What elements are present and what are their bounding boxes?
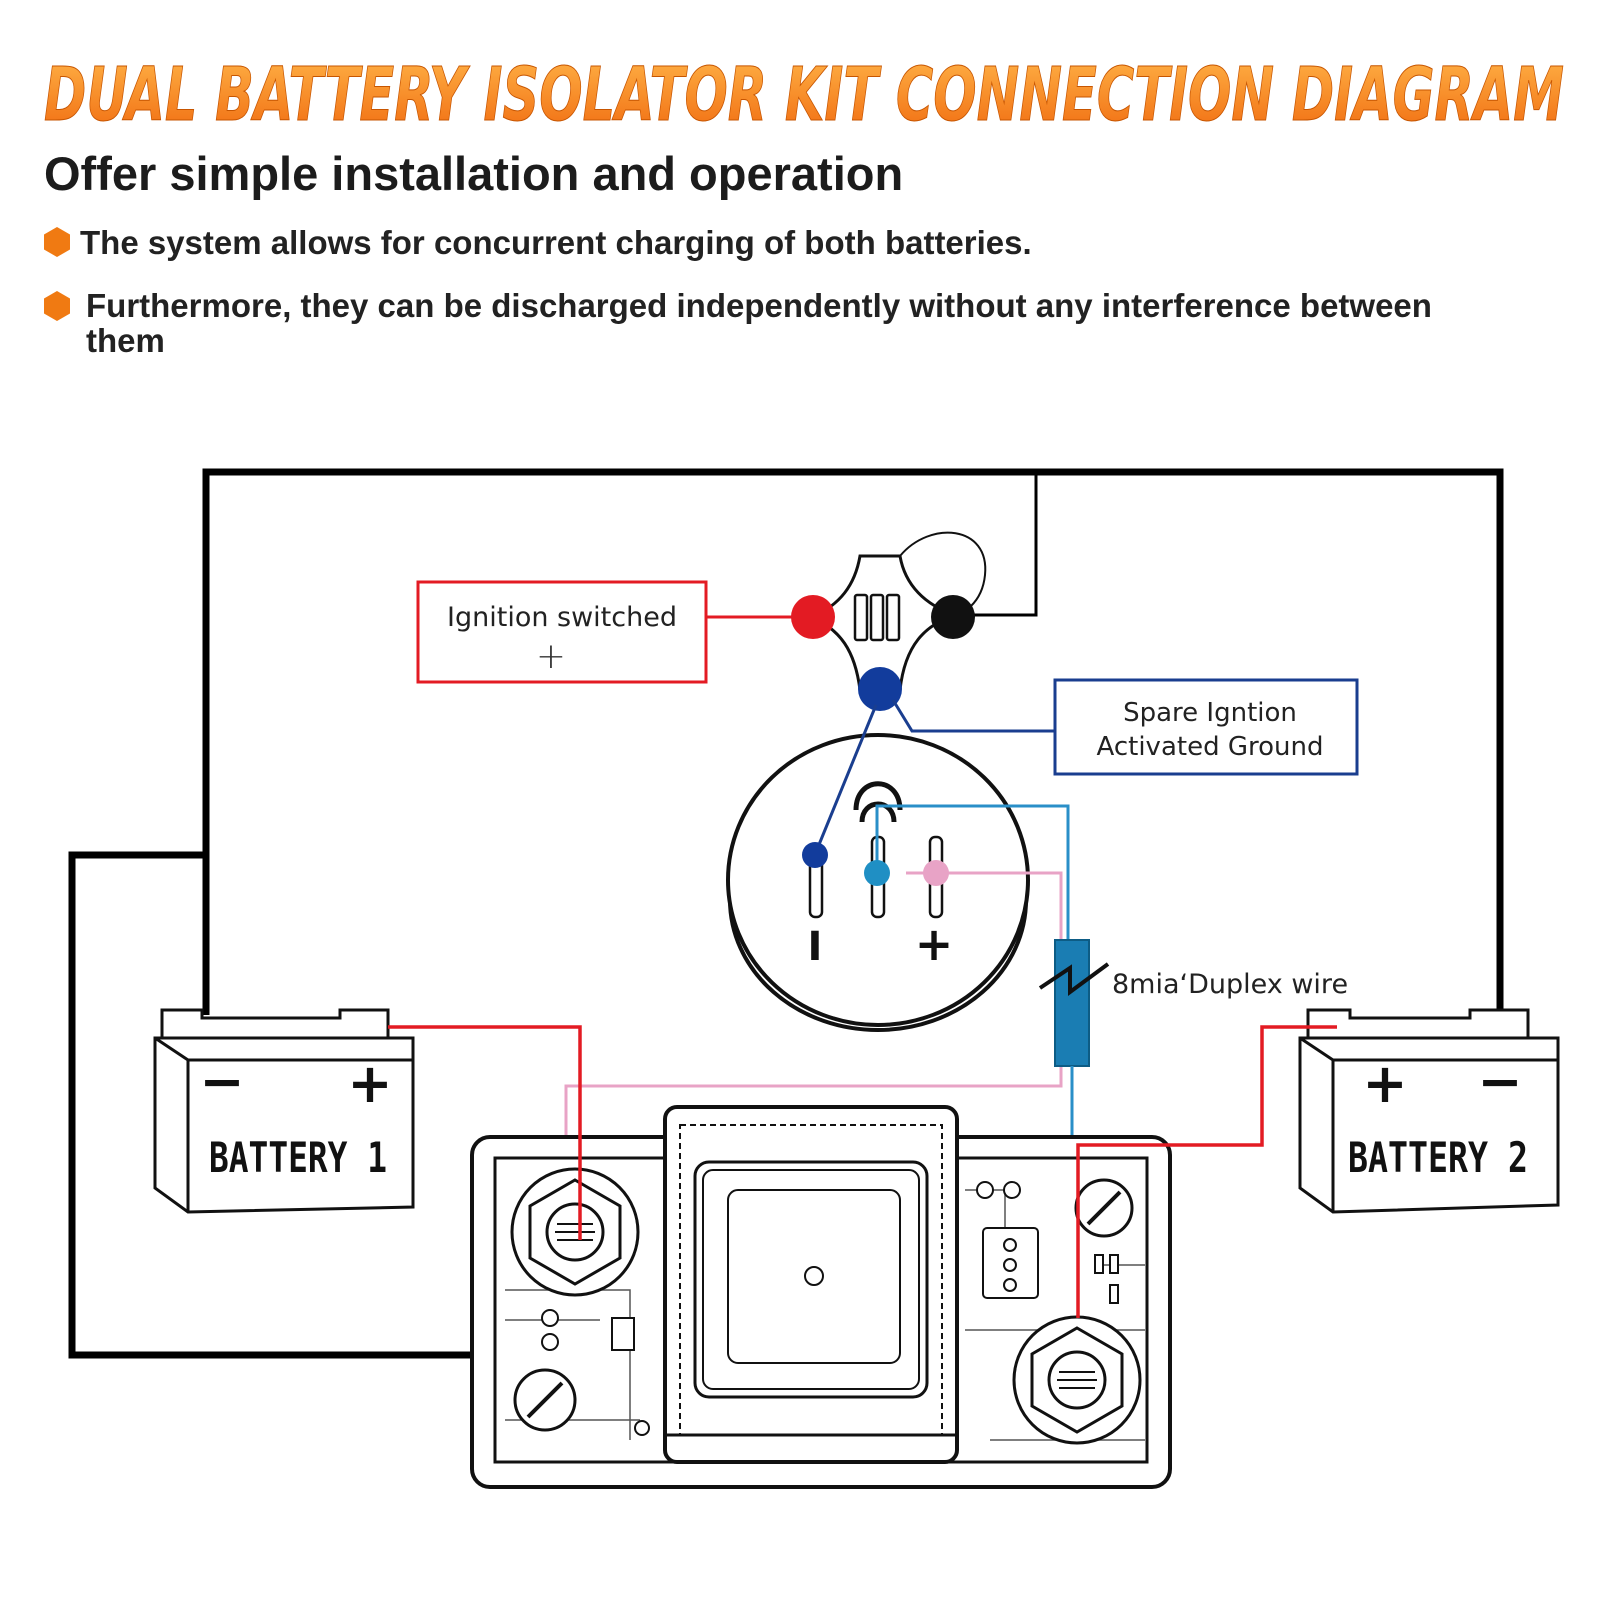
bullet-text: The system allows for concurrent chargin… <box>80 224 1032 261</box>
title-text: DUAL BATTERY ISOLATOR KIT CONNECTION DIA… <box>44 52 1564 135</box>
bullet-hexagon-icon <box>44 227 70 257</box>
svg-text:−: − <box>1477 1050 1522 1113</box>
switch-ground-terminal <box>802 842 828 868</box>
svg-text:+: + <box>536 636 566 677</box>
bullet-item: The system allows for concurrent chargin… <box>44 224 1032 262</box>
svg-text:+: + <box>347 1052 392 1115</box>
battery-icon <box>153 1008 415 1214</box>
svg-text:Spare Igntion: Spare Igntion <box>1123 698 1297 728</box>
spare-ground-wire <box>891 699 1055 733</box>
page-subtitle: Offer simple installation and operation <box>44 147 904 200</box>
svg-text:Activated Ground: Activated Ground <box>1097 732 1324 762</box>
ignition-connector-icon <box>791 531 987 711</box>
svg-text:+: + <box>915 917 954 971</box>
battery-1: − + BATTERY 1 <box>153 1008 415 1214</box>
svg-text:−: − <box>199 1050 244 1113</box>
switch-pink-terminal <box>923 860 949 886</box>
svg-text:BATTERY 1: BATTERY 1 <box>209 1133 387 1182</box>
svg-text:Ignition switched: Ignition switched <box>447 602 677 633</box>
switch-pink-wire <box>564 871 1063 1222</box>
svg-text:BATTERY 2: BATTERY 2 <box>1348 1133 1528 1182</box>
switch-ground-wire <box>814 704 878 853</box>
battery-icon <box>1298 1008 1560 1214</box>
duplex-wire-label: 8mia‘Duplex wire <box>1112 969 1348 1000</box>
page-title: DUAL BATTERY ISOLATOR KIT CONNECTION DIA… <box>40 50 1570 139</box>
bullet-text: Furthermore, they can be discharged inde… <box>86 287 1432 359</box>
ignition-switched-label: Ignition switched + <box>416 580 708 684</box>
battery2-positive-wire <box>1076 1025 1337 1318</box>
isolator-relay-icon <box>470 1105 1172 1489</box>
battery-2: + − BATTERY 2 <box>1298 1008 1560 1214</box>
bullet-item: Furthermore, they can be discharged inde… <box>44 288 1444 358</box>
svg-text:+: + <box>1362 1052 1407 1115</box>
battery1-positive-wire <box>388 1025 582 1240</box>
fuse-icon <box>1038 939 1110 1067</box>
bullet-hexagon-icon <box>44 291 70 321</box>
connector-ground-wire <box>955 472 1038 617</box>
svg-text:I: I <box>808 924 823 970</box>
ground-wire-frame <box>68 468 1504 1359</box>
switch-signal-terminal <box>864 860 890 886</box>
switch-signal-wire <box>875 804 1070 945</box>
spare-ignition-label: Spare Igntion Activated Ground <box>1053 678 1359 776</box>
